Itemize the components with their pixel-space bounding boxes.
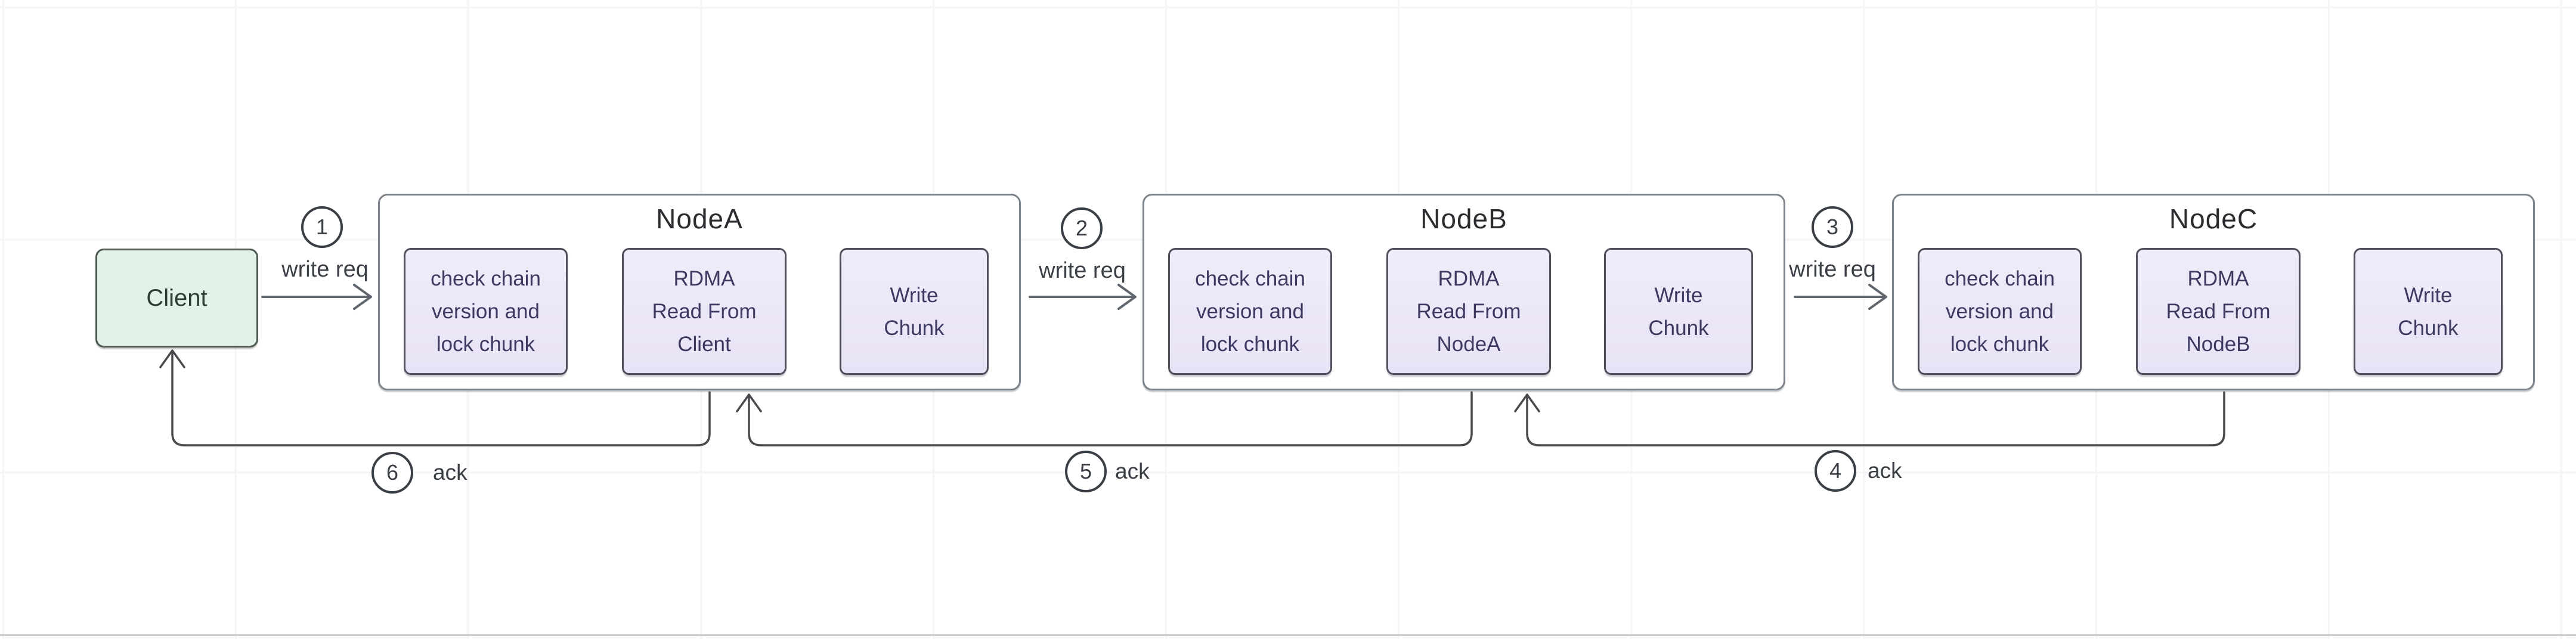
edge-1-arrow	[261, 284, 372, 310]
node-c-step-write-chunk: Write Chunk	[2354, 248, 2503, 375]
ack-6-path	[159, 349, 711, 446]
edge-3-arrow	[1794, 284, 1887, 310]
ack-4-number-badge: 4	[1815, 450, 1856, 492]
edge-2-arrow	[1029, 284, 1137, 310]
node-a-step-check-chain: check chain version and lock chunk	[404, 248, 568, 375]
ack-5-label: ack	[1115, 459, 1150, 483]
node-c-step-check-chain: check chain version and lock chunk	[1918, 248, 2082, 375]
ack-6-label: ack	[433, 460, 467, 485]
edge-1-label: write req	[281, 257, 369, 282]
edge-2-label: write req	[1039, 258, 1126, 283]
ack-6-number-badge: 6	[371, 452, 413, 494]
node-b-container: NodeB check chain version and lock chunk…	[1143, 194, 1785, 390]
node-b-step-check-chain: check chain version and lock chunk	[1168, 248, 1332, 375]
node-c-step-rdma-read: RDMA Read From NodeB	[2136, 248, 2301, 375]
edge-3-number-badge: 3	[1812, 206, 1853, 248]
node-a-step-rdma-read: RDMA Read From Client	[622, 248, 787, 375]
edge-2-number-badge: 2	[1061, 207, 1103, 249]
client-label: Client	[146, 284, 208, 311]
node-a-title: NodeA	[656, 203, 743, 234]
edge-3-label: write req	[1789, 257, 1876, 282]
ack-4-path	[1514, 391, 2225, 446]
node-c-title: NodeC	[2169, 203, 2258, 234]
canvas-bottom-rule	[0, 634, 2576, 636]
node-a-step-write-chunk: Write Chunk	[840, 248, 989, 375]
node-a-container: NodeA check chain version and lock chunk…	[378, 194, 1021, 390]
ack-5-path	[736, 391, 1473, 446]
ack-4-label: ack	[1868, 458, 1902, 483]
edge-1-number-badge: 1	[301, 206, 343, 248]
node-c-container: NodeC check chain version and lock chunk…	[1892, 194, 2535, 390]
ack-5-number-badge: 5	[1065, 451, 1107, 492]
node-b-step-write-chunk: Write Chunk	[1604, 248, 1753, 375]
node-b-title: NodeB	[1420, 203, 1507, 234]
node-b-step-rdma-read: RDMA Read From NodeA	[1386, 248, 1551, 375]
client-node: Client	[95, 249, 258, 348]
